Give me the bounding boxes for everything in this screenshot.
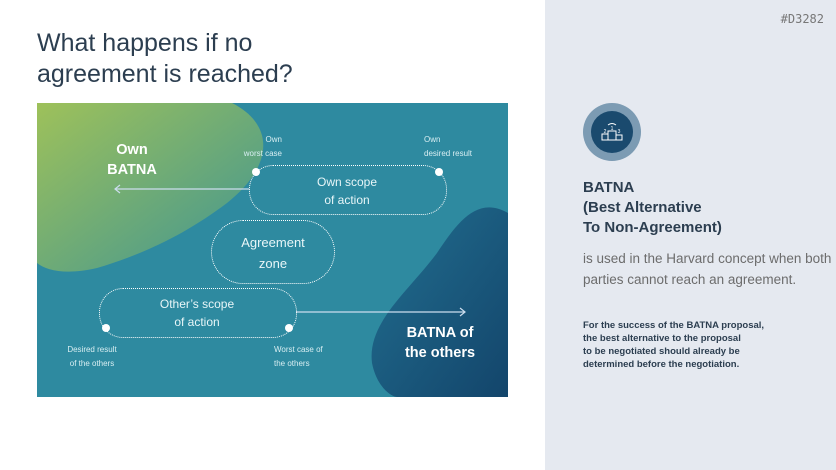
title-line: agreement is reached? <box>37 60 293 88</box>
green-blob <box>37 103 264 272</box>
own-worst-dot <box>252 168 260 176</box>
batna-description: is used in the Harvard concept when both… <box>583 251 832 287</box>
worst-others-dot <box>285 324 293 332</box>
batna-note: For the success of the BATNA proposal,th… <box>583 320 765 370</box>
own-scope-pill <box>249 165 447 215</box>
svg-text:1: 1 <box>611 126 614 132</box>
own-desired-dot <box>435 168 443 176</box>
desired-others-dot <box>102 324 110 332</box>
other-scope-pill <box>99 288 297 338</box>
slide-code: #D3282 <box>780 12 824 26</box>
diagram-background <box>37 103 508 397</box>
svg-text:2: 2 <box>604 129 607 135</box>
svg-text:3: 3 <box>618 129 621 135</box>
title-line: What happens if no <box>37 29 253 57</box>
page-title: What happens if no agreement is reached? <box>37 28 293 90</box>
agreement-zone-pill <box>211 220 335 284</box>
navy-blob <box>371 207 508 397</box>
